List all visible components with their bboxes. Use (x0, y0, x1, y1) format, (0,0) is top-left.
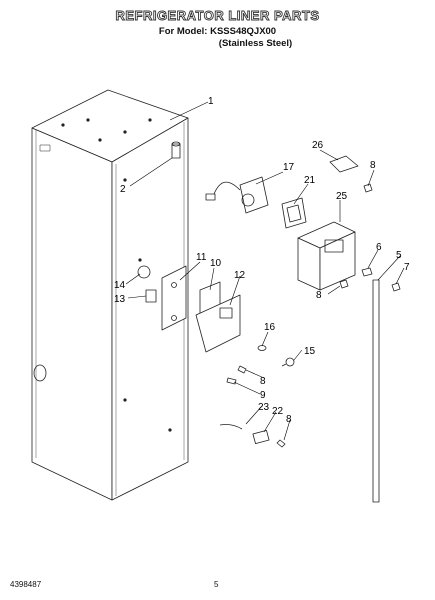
part-16-washer (257, 345, 267, 351)
page-title: REFRIGERATOR LINER PARTS (115, 8, 320, 24)
finish-line: (Stainless Steel) (218, 38, 293, 49)
model-line: For Model: KSSS48QJX00 (158, 26, 277, 37)
part-7-screw (391, 282, 401, 292)
part-2-cylinder (171, 141, 181, 159)
liner-cabinet (31, 89, 189, 501)
callout-12: 12 (234, 270, 246, 281)
part-26-clip (329, 155, 359, 173)
part-13-block (145, 289, 157, 303)
part-22-switch (252, 429, 270, 445)
callout-17: 17 (283, 162, 295, 173)
callout-13: 13 (114, 294, 126, 305)
screw-8-top (363, 183, 373, 193)
callout-21: 21 (304, 175, 316, 186)
callout-7: 7 (404, 262, 410, 273)
part-11-plate (161, 265, 187, 331)
part-12-bracket (195, 294, 241, 353)
callout-9: 9 (260, 390, 266, 401)
callout-8-housing: 8 (316, 290, 322, 301)
callout-11: 11 (196, 252, 207, 263)
part-17-motor (205, 176, 269, 214)
part-9-screw (226, 377, 237, 385)
callout-25: 25 (336, 191, 348, 202)
part-25-housing (297, 221, 356, 291)
screw-8-housing (339, 279, 349, 289)
callout-16: 16 (264, 322, 276, 333)
callout-2: 2 (120, 184, 126, 195)
callout-8-bottom: 8 (286, 414, 292, 425)
callout-15: 15 (304, 346, 316, 357)
leader-lines (125, 101, 405, 441)
callout-5: 5 (396, 250, 402, 261)
callout-6: 6 (376, 242, 382, 253)
screw-8-center (237, 365, 247, 374)
part-6-nut (361, 267, 373, 277)
screw-8-bottom (276, 439, 286, 448)
part-14-knob (137, 265, 151, 279)
part-23-lead (219, 424, 243, 430)
callout-14: 14 (114, 280, 126, 291)
callout-26: 26 (312, 140, 324, 151)
callout-1: 1 (208, 96, 214, 107)
page-number: 5 (214, 580, 219, 589)
callout-8-top: 8 (370, 160, 376, 171)
part-15-screw (281, 357, 295, 367)
doc-number: 4398487 (10, 580, 42, 589)
callout-10: 10 (210, 258, 222, 269)
part-5-rod (372, 279, 380, 503)
callout-23: 23 (258, 402, 270, 413)
part-21-gasket (281, 197, 307, 229)
callout-8-center: 8 (260, 376, 266, 387)
callout-22: 22 (272, 406, 284, 417)
